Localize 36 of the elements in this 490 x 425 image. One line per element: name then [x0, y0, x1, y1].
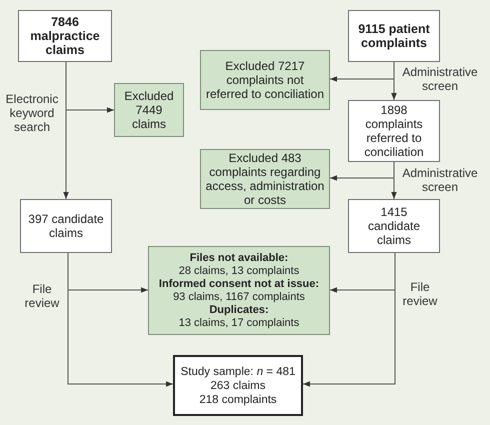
text: 1415 candidate claims: [366, 205, 422, 247]
text: 13 claims, 17 complaints: [178, 316, 300, 330]
text: 28 claims, 13 complaints: [178, 264, 300, 278]
heading-text: Duplicates:: [209, 304, 269, 316]
text: 263 claims: [210, 378, 266, 392]
text: Excluded 7217 complaints not referred to conciliation: [205, 59, 325, 101]
text: 9115 patient complaints: [357, 22, 431, 50]
arrow: [330, 252, 396, 293]
text: 218 complaints: [199, 392, 277, 406]
process-box: [348, 100, 440, 162]
text: 93 claims, 1167 complaints: [173, 290, 305, 304]
arrow: [68, 252, 148, 293]
text: 7846 malpractice claims: [29, 15, 101, 57]
process-box: [20, 199, 112, 253]
text: Study sample: n = 481: [180, 364, 296, 378]
edge-label: File review: [24, 282, 60, 310]
process-box: [348, 199, 440, 253]
edge-label: Administrative screen: [401, 65, 479, 93]
text: 397 candidate claims: [27, 212, 105, 240]
exclusion-box: [200, 50, 330, 110]
text: Excluded 7449 claims: [123, 89, 175, 131]
heading-text: Informed consent not at issue:: [158, 278, 320, 290]
result-box: [173, 355, 303, 416]
source-box: [348, 10, 440, 62]
text: Excluded 483 complaints regarding access, administration or costs: [205, 151, 325, 207]
exclusion-box: [148, 246, 330, 335]
edge-label: Administrative screen: [401, 166, 479, 194]
exclusion-box: [114, 83, 184, 137]
heading-text: Files not available:: [190, 252, 288, 264]
text: 1898 complaints referred to conciliation: [363, 103, 425, 159]
arrow: [330, 62, 394, 82]
source-box: [18, 10, 112, 62]
edge-label: File review: [402, 280, 438, 308]
arrow: [66, 62, 114, 113]
edge-label: Electronic keyword search: [4, 92, 60, 134]
arrow: [330, 162, 394, 181]
